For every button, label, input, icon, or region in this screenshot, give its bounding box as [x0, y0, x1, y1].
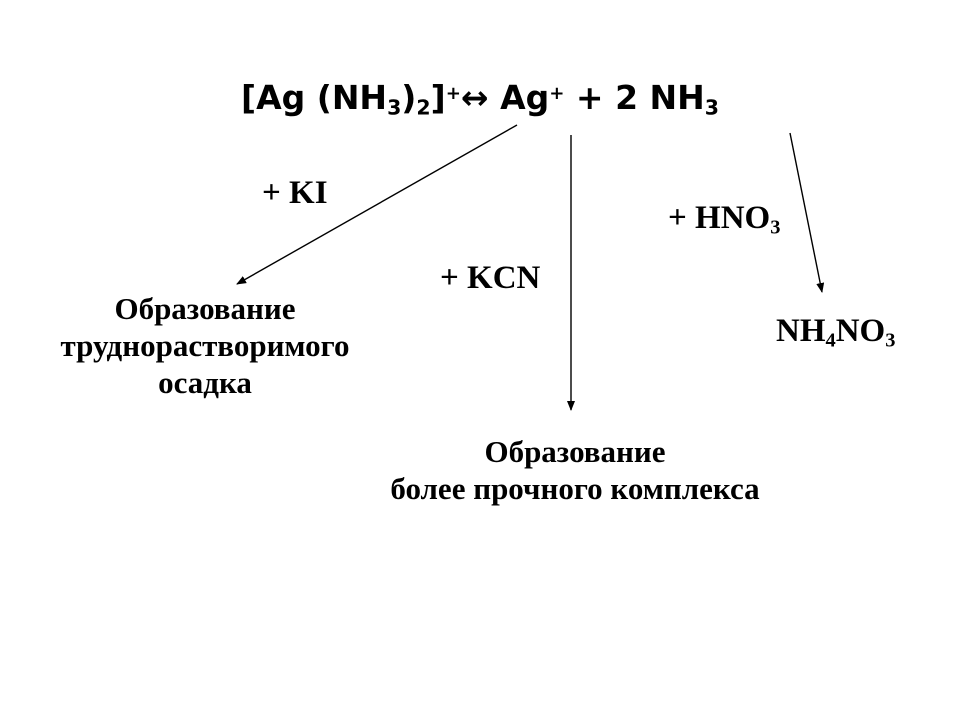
arrow-to-salt	[789, 132, 825, 293]
nh3-subscript: 3	[387, 95, 402, 120]
outcome-precipitate-line-3: осадка	[158, 365, 252, 401]
complex-charge: +	[445, 83, 461, 105]
outcome-precipitate-line-2: труднорастворимого	[60, 328, 350, 364]
ammonia-subscript: 3	[704, 95, 719, 120]
reagent-kcn-label: + KCN	[440, 260, 541, 296]
equilibrium-equation: [Ag (NH3)2]+↔ Ag+ + 2 NH3	[0, 78, 960, 120]
silver-charge: +	[549, 83, 565, 105]
no-text: NO	[835, 313, 886, 349]
outcome-complex-line-1: Образование	[484, 434, 666, 469]
outcome-precipitate: Образование труднорастворимого осадка	[20, 290, 390, 402]
ammonia-term: + 2 NH3	[564, 78, 719, 120]
ammonia-text: + 2 NH	[564, 78, 705, 117]
silver-ion: Ag+	[488, 78, 565, 117]
close-bracket: ]	[430, 78, 446, 117]
reagent-ki-label: + KI	[262, 175, 328, 211]
outcome-precipitate-line-1: Образование	[114, 291, 296, 326]
reagent-hno3-label: + HNO3	[668, 200, 781, 239]
outcome-ammonium-nitrate: NH4NO3	[776, 313, 896, 352]
no-subscript: 3	[885, 329, 896, 352]
complex-formula-start: [Ag (NH	[241, 78, 388, 117]
outcome-complex-line-2: более прочного комплекса	[390, 471, 760, 507]
complex-formula: [Ag (NH3)2]+	[241, 78, 461, 120]
arrow-to-precipitate	[236, 124, 518, 285]
equilibrium-arrow-icon: ↔	[460, 78, 489, 117]
ligand-count-subscript: 2	[416, 95, 431, 120]
nh-subscript: 4	[825, 329, 836, 352]
hno3-text: + HNO	[668, 200, 771, 236]
outcome-stronger-complex: Образование более прочного комплекса	[340, 433, 810, 507]
nh-text: NH	[776, 313, 826, 349]
hno3-subscript: 3	[770, 216, 781, 239]
silver-symbol: Ag	[488, 78, 550, 117]
close-paren: )	[401, 78, 417, 117]
